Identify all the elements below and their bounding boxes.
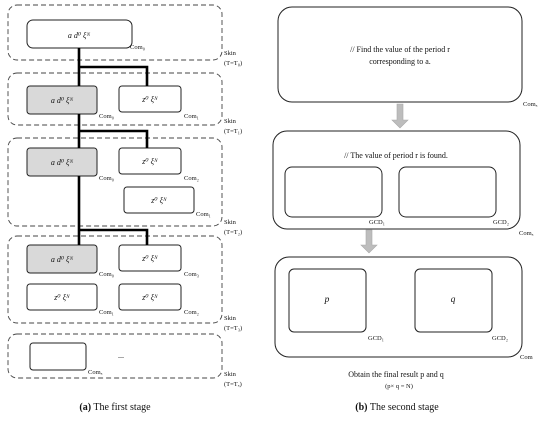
gcd1-box-mid	[284, 166, 383, 218]
caption-a: (a) The first stage	[79, 402, 151, 413]
p-value: p	[324, 295, 330, 305]
panel-b: // Find the value of the period r corres…	[272, 6, 538, 413]
com2-content-t3: z⁰ ξᴺ	[141, 293, 158, 302]
com1-content-t1: z⁰ ξᴺ	[141, 95, 158, 104]
com0-content-t3: a d⁰ ξᴺ	[51, 255, 74, 264]
com1-box-t2	[123, 186, 195, 214]
time-label-t3: (T=T₃)	[224, 325, 242, 332]
skin-label-t2: Skin	[224, 219, 237, 226]
find-period-line1: // Find the value of the period r	[350, 45, 450, 54]
gcd1-box-bottom	[288, 268, 367, 333]
com1-box-t3	[26, 283, 98, 311]
com2-content-t2: z⁰ ξᴺ	[141, 157, 158, 166]
result-line2: (p× q = N)	[385, 383, 413, 390]
com0-box-t3	[26, 244, 98, 274]
com3-label-t3: Com₃	[184, 271, 199, 278]
arrow-down-1	[391, 103, 409, 129]
com0-label-t3: Com₀	[99, 271, 114, 278]
skin-label-t1: Skin	[224, 118, 237, 125]
com1-content-t2: z⁰ ξᴺ	[150, 196, 167, 205]
time-label-t0: (T=T₀)	[224, 60, 242, 67]
comx-label: Comₓ	[88, 369, 103, 376]
ellipsis: ...	[118, 351, 124, 360]
result-line1: Obtain the final result p and q	[348, 370, 444, 379]
com0-content-t1: a d⁰ ξᴺ	[51, 96, 74, 105]
com0-box-t1	[26, 85, 98, 115]
caption-b: (b) The second stage	[355, 402, 439, 413]
period-found-text: // The value of period r is found.	[344, 151, 448, 160]
panel-a: a d⁰ ξᴺ Com₀ Skin (T=T₀) a d⁰ ξᴺ Com₀ z⁰…	[7, 4, 242, 413]
com0-label-t2: Com₀	[99, 175, 114, 182]
time-label-t1: (T=T₁)	[224, 128, 242, 135]
find-period-com-label: Comₓ	[523, 101, 538, 108]
com1-label-t1: Com₁	[184, 113, 199, 120]
comx-box	[29, 342, 87, 371]
connector-lines	[77, 48, 149, 245]
time-label-tx: (T=Tₓ)	[224, 381, 242, 388]
q-value: q	[451, 295, 456, 305]
skin-block-t2	[7, 137, 223, 227]
skin-block-t0	[7, 4, 223, 61]
com1-box-t1	[118, 85, 182, 113]
com3-box-t3	[118, 244, 182, 272]
skin-block-t1	[7, 72, 223, 126]
skin-label-t0: Skin	[224, 50, 237, 57]
com0-label-t1: Com₀	[99, 113, 114, 120]
skin-block-tx	[7, 333, 223, 379]
com1-content-t3: z⁰ ξᴺ	[53, 293, 70, 302]
gcd1-label-mid: GCD₁	[369, 219, 385, 226]
skin-block-t3	[7, 235, 223, 324]
caption-a-label: (a)	[79, 402, 91, 413]
com2-box-t2	[118, 147, 182, 175]
skin-label-t3: Skin	[224, 315, 237, 322]
com0-content-t0: a d⁰ ξᴺ	[68, 31, 91, 40]
com0-label-t0: Com₀	[130, 44, 145, 51]
com0-box-t2	[26, 147, 98, 177]
caption-a-text: The first stage	[91, 402, 151, 413]
gcd1-label-bottom: GCD₁	[368, 335, 384, 342]
com3-content-t3: z⁰ ξᴺ	[141, 254, 158, 263]
gcd2-box-mid	[398, 166, 497, 218]
find-period-box	[277, 6, 523, 103]
com2-box-t3	[118, 283, 182, 311]
com0-content-t2: a d⁰ ξᴺ	[51, 158, 74, 167]
result-com-label: Com	[520, 354, 533, 361]
com2-label-t3: Com₂	[184, 309, 199, 316]
caption-b-label: (b)	[355, 402, 367, 413]
com1-label-t2: Com₁	[196, 211, 211, 218]
find-period-line2: corresponding to a.	[369, 57, 431, 66]
caption-b-text: The second stage	[368, 402, 440, 413]
gcd2-label-mid: GCD₂	[493, 219, 509, 226]
arrow-down-2	[360, 229, 378, 254]
gcd2-box-bottom	[414, 268, 493, 333]
skin-label-tx: Skin	[224, 371, 237, 378]
period-found-com-label: Comₓ	[519, 230, 534, 237]
com2-label-t2: Com₂	[184, 175, 199, 182]
com1-label-t3: Com₁	[99, 309, 114, 316]
time-label-t2: (T=T₂)	[224, 229, 242, 236]
gcd2-label-bottom: GCD₂	[492, 335, 508, 342]
